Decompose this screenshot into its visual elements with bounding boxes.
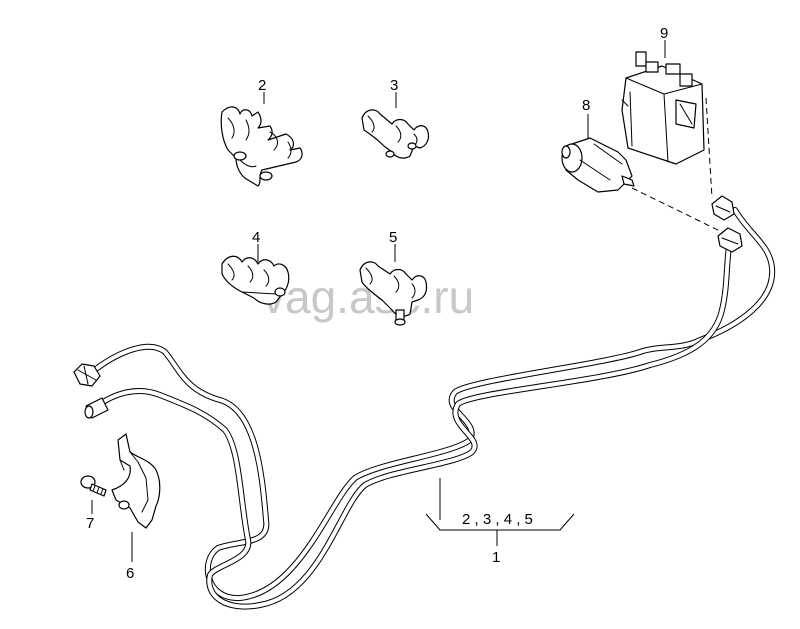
assembly-dash-canister — [705, 97, 713, 199]
bolt-part-7 — [80, 475, 107, 497]
assembly-dash-filter — [631, 187, 723, 233]
clip-part-4 — [221, 255, 290, 305]
canister-part-9 — [621, 51, 705, 165]
label-group: 2 , 3 , 4 , 5 — [462, 511, 533, 528]
bracket-part-6 — [111, 433, 161, 529]
label-4: 4 — [252, 229, 260, 246]
label-9: 9 — [660, 25, 668, 42]
holder-part-3 — [361, 109, 430, 159]
label-5: 5 — [389, 229, 397, 246]
label-8: 8 — [582, 97, 590, 114]
left-quick-connector — [73, 363, 101, 387]
label-7: 7 — [86, 515, 94, 532]
holder-part-5 — [359, 261, 428, 326]
left-pipe-end — [84, 397, 109, 419]
right-connector-upper — [711, 195, 735, 221]
clip-part-2 — [220, 106, 303, 187]
label-3: 3 — [390, 77, 398, 94]
label-2: 2 — [258, 77, 266, 94]
label-1: 1 — [492, 549, 500, 566]
label-6: 6 — [126, 565, 134, 582]
group-bracket — [425, 513, 575, 531]
right-connector-lower — [717, 227, 743, 253]
fuel-lines — [89, 207, 776, 610]
fuel-filter-part-8 — [561, 137, 635, 193]
